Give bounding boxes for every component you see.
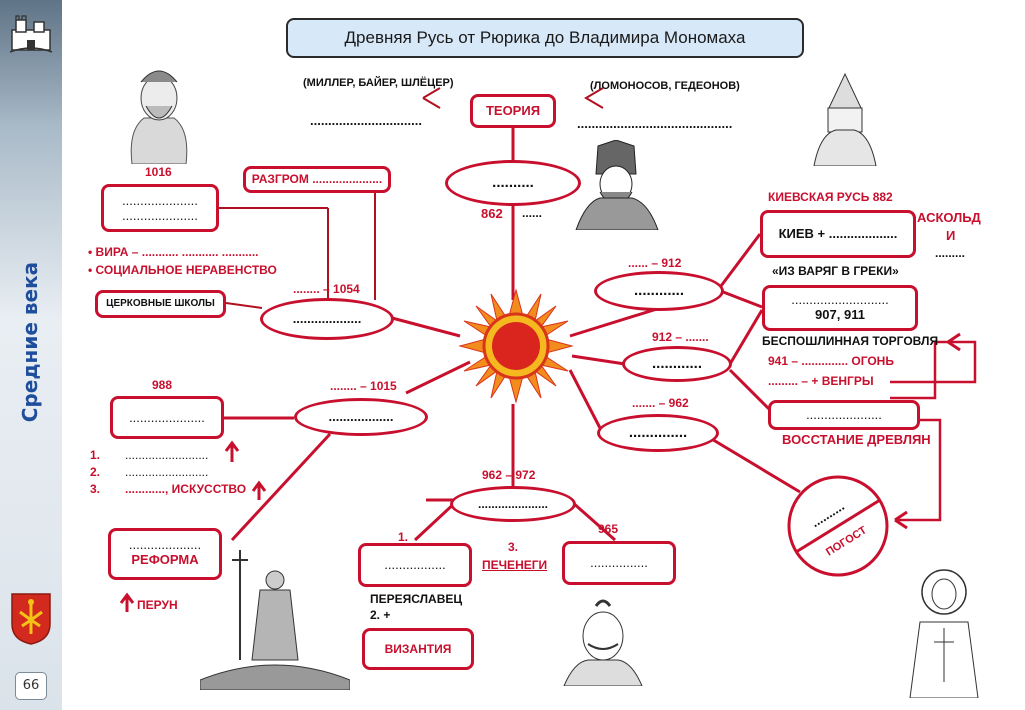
pereyaslavets-label: ПЕРЕЯСЛАВЕЦ (370, 592, 463, 606)
normanist-blank: ............................... (310, 113, 422, 128)
kievan-rus-882: КИЕВСКАЯ РУСЬ 882 (768, 190, 893, 204)
drevlyane-uprising: ВОССТАНИЕ ДРЕВЛЯН (782, 432, 931, 447)
svyatoslav-portrait-image (563, 599, 643, 686)
reform-blank: .................... (128, 537, 202, 552)
list-item-1: ......................... (125, 448, 209, 462)
year-862: 862 (481, 206, 503, 221)
perun-label: ПЕРУН (137, 598, 178, 612)
kiev-box: КИЕВ + ................... (760, 210, 916, 258)
list-item-3: ............, ИСКУССТВО (125, 482, 247, 496)
yaroslav-box-line2: ..................... (122, 208, 198, 223)
church-schools-box: ЦЕРКОВНЫЕ ШКОЛЫ (95, 290, 226, 318)
coat-of-arms-icon (11, 593, 51, 645)
askold-blank: ......... (935, 246, 966, 260)
campaign-2-num: 2. + (370, 608, 391, 622)
vladimir-statue-image (200, 550, 350, 690)
oleg-ellipse: ............ (594, 271, 724, 311)
rurik-portrait-image (575, 140, 659, 230)
sidebar: Средние века 66 (0, 0, 62, 710)
yaroslav-box-line1: ..................... (122, 193, 198, 208)
oleg-period: ...... – 912 (628, 256, 682, 270)
olga-period: ....... – 962 (632, 396, 689, 410)
list-item-2-num: 2. (90, 465, 101, 479)
campaign-1-box: ................. (358, 543, 472, 587)
normanist-authors: (МИЛЛЕР, БАЙЕР, ШЛЁЦЕР) (303, 77, 454, 89)
list-item-1-num: 1. (90, 448, 101, 462)
uprising-box: ..................... (768, 400, 920, 430)
varangians-route: «ИЗ ВАРЯГ В ГРЕКИ» (772, 264, 899, 278)
page-number: 66 (15, 672, 47, 700)
greek-fire-label: 941 – .............. ОГОНЬ (768, 354, 894, 368)
svyatoslav-period: 962 – 972 (482, 468, 536, 482)
reform-label: РЕФОРМА (131, 552, 199, 567)
pechenegs-label: ПЕЧЕНЕГИ (482, 558, 548, 572)
bullet-inequality: • СОЦИАЛЬНОЕ НЕРАВЕНСТВО (88, 263, 277, 277)
year-1016: 1016 (145, 165, 172, 179)
askold-and: И (946, 228, 956, 243)
yaroslav-period: ........ – 1054 (293, 282, 360, 296)
treaty-blank: ........................... (791, 292, 889, 307)
rurik-ellipse: .......... (445, 160, 581, 206)
year-988: 988 (152, 378, 173, 392)
yaroslav-ellipse: ................... (260, 298, 394, 340)
list-item-3-num: 3. (90, 482, 101, 496)
castle-icon[interactable] (8, 10, 54, 56)
warrior-helmet-image (813, 72, 877, 166)
askold-label: АСКОЛЬД (917, 210, 981, 225)
yaroslav-bust-image (130, 70, 188, 164)
bullet-inequality-text: СОЦИАЛЬНОЕ НЕРАВЕНСТВО (95, 263, 277, 277)
svyatoslav-ellipse: ..................... (450, 486, 576, 522)
theory-box: ТЕОРИЯ (470, 94, 556, 128)
reform-box: .................... РЕФОРМА (108, 528, 222, 580)
page-title: Древняя Русь от Рюрика до Владимира Моно… (286, 18, 804, 58)
baptism-box: ..................... (110, 396, 224, 439)
olga-ellipse: .............. (597, 414, 719, 452)
byzantium-box: ВИЗАНТИЯ (362, 628, 474, 670)
defeat-box: РАЗГРОМ ..................... (243, 166, 391, 193)
year-965: 965 (598, 522, 619, 536)
antinormanist-blank: ........................................… (577, 116, 733, 131)
olga-icon-image (909, 569, 979, 698)
campaign-1-num: 1. (398, 530, 409, 544)
yaroslav-box: ..................... ..................… (101, 184, 219, 232)
bullet-vira-text: ВИРА – ........... ........... .........… (95, 245, 259, 259)
igor-period: 912 – ....... (652, 330, 709, 344)
list-item-2: ......................... (125, 465, 209, 479)
year-862-blank: ...... (522, 206, 543, 220)
bullet-vira: • ВИРА – ........... ........... .......… (88, 245, 259, 259)
vladimir-period: ........ – 1015 (330, 379, 397, 393)
free-trade-label: БЕСПОШЛИННАЯ ТОРГОВЛЯ (762, 334, 939, 348)
center-sun-logo (458, 288, 574, 404)
pogost-circle: .......... ПОГОСТ (787, 475, 889, 577)
igor-ellipse: ............ (622, 346, 732, 382)
campaign-965-box: ................ (562, 541, 676, 585)
hungarians-label: ......... – + ВЕНГРЫ (768, 374, 874, 388)
antinormanist-authors: (ЛОМОНОСОВ, ГЕДЕОНОВ) (590, 80, 740, 92)
treaty-box: ........................... 907, 911 (762, 285, 918, 331)
vladimir-ellipse: .................. (294, 398, 428, 436)
treaty-years: 907, 911 (815, 307, 865, 322)
campaign-3-num: 3. (508, 540, 519, 554)
